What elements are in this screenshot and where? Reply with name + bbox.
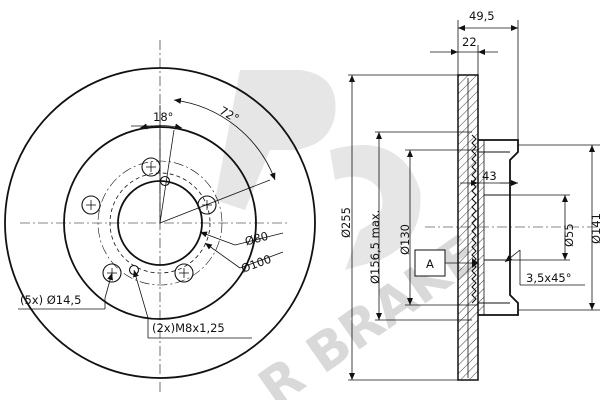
angle-ray-72	[159, 179, 271, 224]
threads-2x-leader	[133, 269, 149, 319]
front-view: 18° 72° Ø80 Ø100 (5x) Ø14,5 (2x)M8x1,25	[4, 40, 316, 395]
angle-18-label: 18°	[153, 110, 173, 124]
dia-100-label: Ø100	[239, 252, 273, 276]
thread-hole	[159, 175, 171, 187]
hidden-inner-circle	[109, 172, 211, 274]
chamfer-label: 3,5x45°	[526, 271, 571, 285]
thread-holes	[128, 175, 171, 276]
dim-156-5-label: Ø156,5 max.	[368, 210, 382, 284]
bolt-hole	[174, 263, 194, 283]
dim-55-label: Ø55	[562, 223, 576, 247]
dim-22-label: 22	[462, 35, 477, 49]
angle-arc-72	[173, 97, 276, 181]
datum-a-box	[414, 249, 446, 277]
holes-5x-leader	[104, 272, 114, 299]
threads-2x-label: (2x)M8x1,25	[152, 321, 225, 335]
bolt-hole	[81, 195, 101, 215]
dia-80-label: Ø80	[243, 229, 270, 249]
hub-hat-outline	[478, 139, 519, 316]
angle-ray-18	[159, 129, 175, 224]
hub-serration	[471, 134, 477, 304]
datum-a-label: A	[426, 257, 434, 271]
dia-100-leader	[204, 242, 241, 269]
dim-130-label: Ø130	[398, 224, 412, 255]
section-view: 49,5 22 43 Ø255 Ø156,5 max. Ø130 Ø55	[339, 9, 600, 381]
dim-141-label: Ø141	[589, 213, 600, 244]
chamfer-leader	[504, 249, 521, 263]
dim-255-label: Ø255	[339, 207, 353, 238]
holes-5x-label: (5x) Ø14,5	[20, 293, 81, 307]
dim-49-5-label: 49,5	[469, 9, 495, 23]
bolt-hole	[102, 263, 122, 283]
outer-disc-circle	[4, 67, 316, 379]
dim-43-label: 43	[482, 169, 497, 183]
dia-80-leader	[199, 231, 236, 246]
bolt-hole	[197, 195, 217, 215]
